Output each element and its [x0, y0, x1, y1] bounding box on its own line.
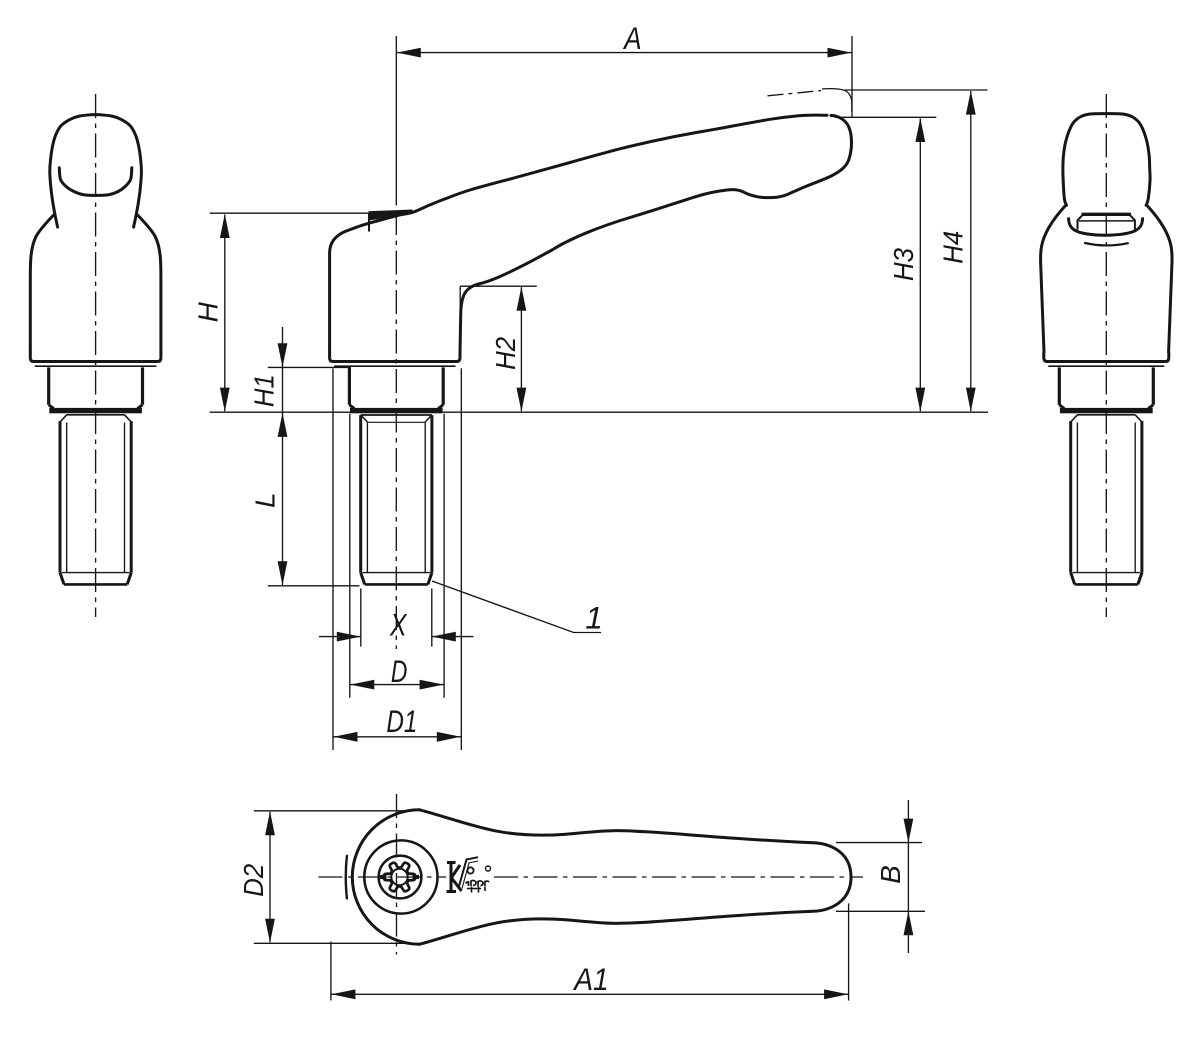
svg-text:H4: H4 [938, 231, 969, 264]
svg-text:D1: D1 [386, 703, 417, 739]
svg-text:1: 1 [585, 600, 603, 636]
svg-text:X: X [389, 607, 407, 643]
svg-text:A1: A1 [572, 961, 608, 997]
svg-text:D: D [391, 653, 408, 689]
svg-text:H1: H1 [248, 374, 279, 407]
svg-text:L: L [250, 492, 281, 508]
svg-text:H: H [193, 301, 224, 322]
svg-text:H3: H3 [888, 248, 919, 281]
svg-text:H2: H2 [490, 337, 521, 370]
svg-text:B: B [875, 865, 906, 884]
svg-text:A: A [622, 20, 641, 56]
svg-text:D2: D2 [238, 863, 269, 896]
